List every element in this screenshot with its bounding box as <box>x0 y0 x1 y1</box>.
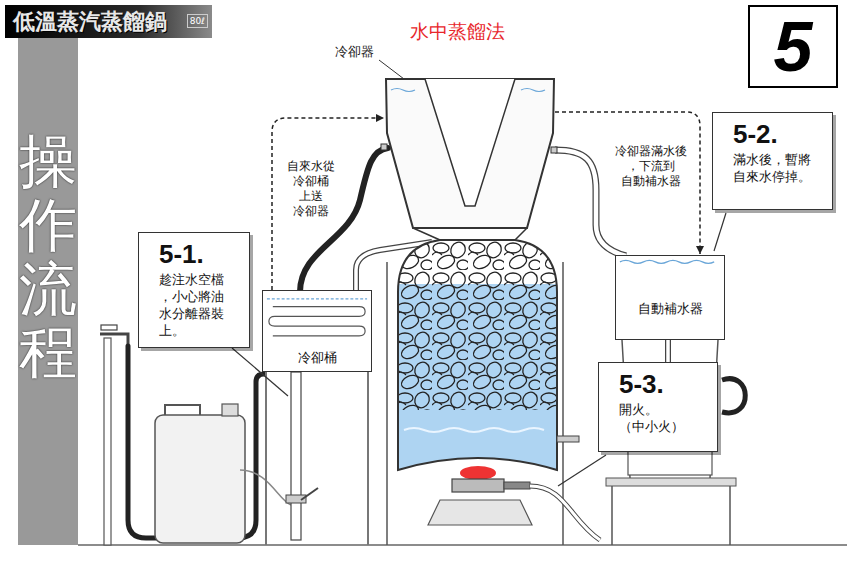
jerrycan <box>155 415 245 543</box>
logo-bar: 低溫蒸汽蒸餾鍋 80ℓ <box>5 5 212 38</box>
cooler-water <box>391 89 415 92</box>
leader-line <box>558 455 606 486</box>
floor-line <box>78 544 847 546</box>
separator-spout <box>301 488 318 500</box>
water-ripple <box>404 428 544 432</box>
pot-neck <box>413 228 527 240</box>
capacity-badge: 80ℓ <box>187 14 208 28</box>
flow-connector <box>272 118 384 290</box>
callout-number: 5-2. <box>733 119 822 149</box>
callout-box: 5-3.開火。 （中小火） <box>598 362 718 452</box>
bucket-water <box>267 298 367 299</box>
bucket-stand-leg <box>367 372 369 545</box>
callout-number: 5-1. <box>159 239 239 269</box>
part-name: 冷卻桶 <box>298 350 337 366</box>
drain-spigot <box>557 436 579 442</box>
cooling-coil <box>269 307 365 336</box>
herb-material <box>390 238 565 410</box>
tank-inner <box>616 256 724 339</box>
pot-outline <box>398 240 557 470</box>
bucket-stand-leg <box>265 372 267 545</box>
jerrycan-cap <box>222 404 238 416</box>
cooler-port <box>551 147 557 153</box>
cooler-cone <box>425 79 515 206</box>
cooler-body <box>386 79 554 228</box>
jerrycan-handle <box>165 405 200 415</box>
cooling-bucket: 冷卻桶 <box>262 290 372 372</box>
tank-table <box>606 478 736 486</box>
burner <box>452 479 504 492</box>
callout-text: 滿水後，暫將 自來水停掉。 <box>733 151 815 185</box>
callout-box: 5-1.趁注水空檔 ，小心將油 水分離器裝 上。 <box>138 232 250 348</box>
callout-number: 5-3. <box>619 369 707 399</box>
part-name: 冷卻器 <box>335 44 505 60</box>
gas-hose <box>530 486 600 540</box>
faucet <box>100 334 128 344</box>
leader-line <box>379 60 404 79</box>
flow-connector <box>555 112 700 254</box>
oil-water-separator <box>291 372 301 540</box>
tank-table-leg <box>612 486 730 545</box>
callout-text: 趁注水空檔 ，小心將油 水分離器裝 上。 <box>159 271 228 339</box>
step-number-box: 5 <box>748 5 838 88</box>
side-band: 操作流程 <box>18 38 78 545</box>
gas-hose-outline <box>530 486 600 540</box>
badge-text: 80ℓ <box>190 15 205 27</box>
flow-label: 冷卻器滿水後 ，下流到 自動補水器 <box>611 143 691 190</box>
logo-text: 低溫蒸汽蒸餾鍋 <box>13 11 167 33</box>
pot-frame <box>386 262 388 545</box>
faucet-handle <box>101 325 117 330</box>
cooler-shape <box>385 78 555 230</box>
burner-knob <box>504 482 530 489</box>
callout-box: 5-2.滿水後，暫將 自來水停掉。 <box>712 112 833 210</box>
overflow-hose <box>722 379 745 413</box>
cooler: 冷卻器 <box>385 78 555 230</box>
cooler-water <box>521 89 545 92</box>
flame <box>460 466 496 480</box>
refill-tank: 自動補水器 <box>615 255 725 340</box>
water-pipe <box>104 338 111 545</box>
part-name: 自動補水器 <box>638 301 703 317</box>
diagram-title: 水中蒸餾法 <box>410 19 505 45</box>
leader-line <box>714 213 726 251</box>
callout-text: 開火。 （中小火） <box>619 401 688 435</box>
flow-label: 自來水從 冷卻桶 上送 冷卻器 <box>283 158 339 220</box>
tank-water <box>620 260 714 263</box>
step-number: 5 <box>774 12 813 82</box>
burner-stand <box>428 500 532 525</box>
vertical-heading: 操作流程 <box>19 130 77 385</box>
cooler-port <box>381 144 387 150</box>
